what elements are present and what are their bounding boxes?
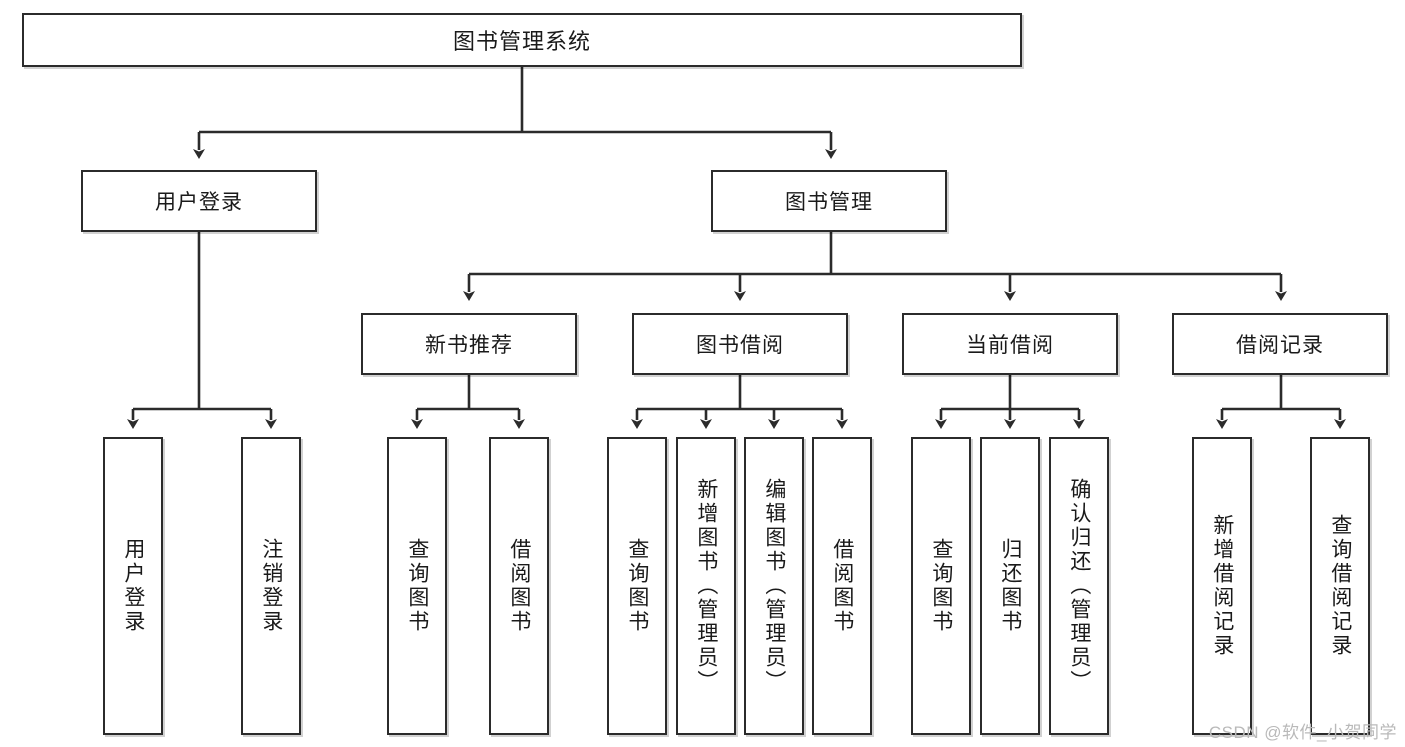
node-leaf-query-book-2-label: 查询图书: [625, 538, 649, 634]
node-leaf-user-login-label: 用户登录: [121, 538, 145, 634]
node-leaf-query-book-3-label: 查询图书: [929, 538, 953, 634]
node-leaf-edit-book[interactable]: 编辑图书（管理员）: [744, 437, 804, 735]
node-user-login[interactable]: 用户登录: [81, 170, 317, 232]
csdn-watermark: CSDN @软件_小贺同学: [1208, 723, 1397, 742]
node-root-label: 图书管理系统: [452, 29, 591, 54]
node-leaf-query-book-3[interactable]: 查询图书: [911, 437, 971, 735]
node-leaf-borrow-book-1[interactable]: 借阅图书: [489, 437, 549, 735]
node-leaf-confirm-return[interactable]: 确认归还（管理员）: [1049, 437, 1109, 735]
node-leaf-query-book-1-label: 查询图书: [405, 538, 429, 634]
node-leaf-query-record[interactable]: 查询借阅记录: [1310, 437, 1370, 735]
node-leaf-return-book-label: 归还图书: [998, 538, 1022, 634]
node-book-manage[interactable]: 图书管理: [711, 170, 947, 232]
node-leaf-borrow-book-1-label: 借阅图书: [507, 538, 531, 634]
node-leaf-borrow-book-2[interactable]: 借阅图书: [812, 437, 872, 735]
node-leaf-add-record[interactable]: 新增借阅记录: [1192, 437, 1252, 735]
node-new-book-recommend-label: 新书推荐: [425, 334, 513, 357]
node-borrow-record[interactable]: 借阅记录: [1172, 313, 1388, 375]
node-user-login-label: 用户登录: [155, 191, 243, 214]
node-leaf-return-book[interactable]: 归还图书: [980, 437, 1040, 735]
node-leaf-query-record-label: 查询借阅记录: [1328, 514, 1352, 658]
node-book-manage-label: 图书管理: [785, 191, 873, 214]
node-leaf-borrow-book-2-label: 借阅图书: [830, 538, 854, 634]
node-leaf-add-book-label: 新增图书（管理员）: [694, 478, 718, 694]
node-borrow-record-label: 借阅记录: [1236, 334, 1324, 357]
node-leaf-add-record-label: 新增借阅记录: [1210, 514, 1234, 658]
node-book-borrow-label: 图书借阅: [696, 334, 784, 357]
node-root-system[interactable]: 图书管理系统: [22, 13, 1022, 67]
node-current-borrow[interactable]: 当前借阅: [902, 313, 1118, 375]
node-leaf-add-book[interactable]: 新增图书（管理员）: [676, 437, 736, 735]
node-leaf-edit-book-label: 编辑图书（管理员）: [762, 478, 786, 694]
node-book-borrow[interactable]: 图书借阅: [632, 313, 848, 375]
node-current-borrow-label: 当前借阅: [966, 334, 1054, 357]
node-leaf-logout-label: 注销登录: [259, 538, 283, 634]
node-leaf-query-book-2[interactable]: 查询图书: [607, 437, 667, 735]
node-leaf-logout[interactable]: 注销登录: [241, 437, 301, 735]
node-leaf-user-login[interactable]: 用户登录: [103, 437, 163, 735]
node-new-book-recommend[interactable]: 新书推荐: [361, 313, 577, 375]
node-leaf-query-book-1[interactable]: 查询图书: [387, 437, 447, 735]
node-leaf-confirm-return-label: 确认归还（管理员）: [1067, 478, 1091, 694]
